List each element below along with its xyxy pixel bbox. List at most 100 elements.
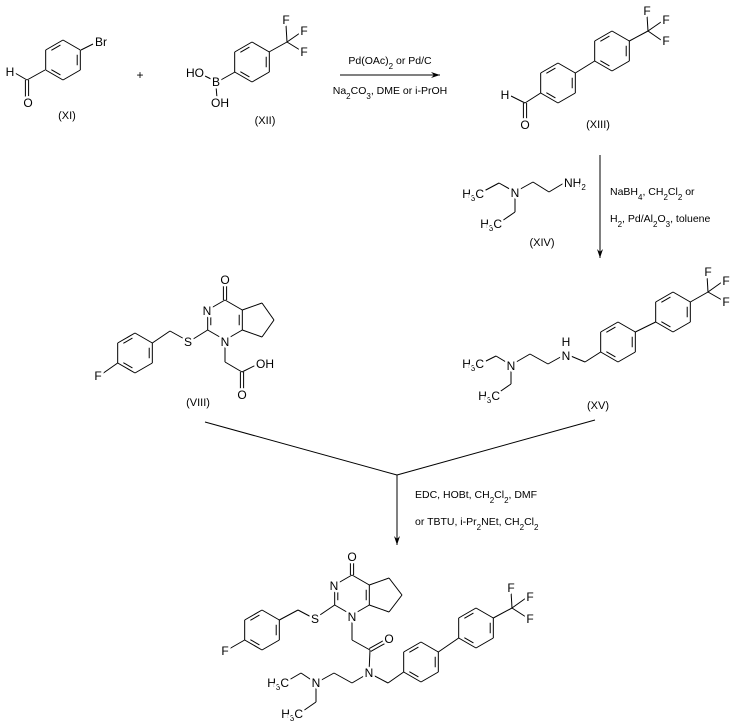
aromatic-inner-bond: [240, 71, 250, 78]
atom-f: F: [526, 612, 533, 626]
atom-o: O: [520, 118, 529, 132]
aromatic-inner-bond: [661, 296, 671, 303]
ring-bond: [655, 291, 674, 303]
aromatic-inner-bond: [661, 321, 671, 328]
bond: [297, 609, 316, 620]
bond: [510, 590, 513, 609]
bond: [388, 577, 403, 596]
bond: [369, 604, 390, 613]
double-bond: [370, 641, 388, 652]
bond: [483, 182, 500, 192]
compound-label-XI: (XI): [58, 110, 76, 122]
ring-bond: [475, 607, 494, 619]
ring-bond: [117, 332, 136, 344]
bond: [532, 181, 550, 193]
atom-o: O: [347, 550, 356, 564]
bond: [300, 672, 317, 684]
aromatic-inner-bond: [250, 639, 260, 646]
ring-bond: [244, 609, 263, 621]
ring-bond: [540, 62, 559, 74]
reagent-step1-top: Pd(OAc)2 or Pd/C: [348, 55, 432, 71]
ring-bond: [334, 604, 353, 616]
reaction-arrows: [204, 72, 603, 545]
ring-bond: [475, 637, 494, 649]
ring-bond: [420, 671, 439, 683]
ring-bond: [207, 329, 226, 341]
aromatic-inner-bond: [606, 351, 616, 358]
aromatic-inner-bond: [600, 35, 610, 42]
bond: [101, 362, 118, 375]
bond: [438, 637, 459, 653]
ring-bond: [655, 321, 674, 333]
atom-n: N: [511, 186, 520, 200]
atom-n: N: [507, 359, 516, 373]
bond: [647, 30, 662, 41]
atom-o: O: [220, 273, 229, 287]
atom-f: F: [526, 590, 533, 604]
ring-bond: [611, 30, 630, 42]
bond: [547, 353, 567, 365]
bond: [483, 355, 497, 363]
bond: [510, 95, 526, 104]
aromatic-inner-bond: [240, 46, 250, 53]
bond: [288, 672, 302, 681]
compound-label-XII: (XII): [255, 115, 276, 127]
reagent-step3-top: EDC, HOBt, CH2Cl2, DMF: [415, 489, 537, 505]
arrowhead-icon: [394, 536, 400, 545]
atom-f: F: [507, 581, 514, 595]
ring-bond: [45, 69, 64, 81]
compound-XII: B HO OH F F F (XII): [184, 11, 311, 128]
bond: [241, 363, 259, 373]
bond: [152, 330, 171, 344]
ring-bond: [207, 299, 226, 311]
bond: [285, 24, 288, 43]
ring-bond: [403, 671, 422, 683]
ring-bond: [420, 641, 439, 653]
compound-XIV: H3C N NH2 H3C (XIV): [460, 174, 589, 250]
atom-n: N: [203, 304, 212, 318]
ring-bond: [611, 60, 630, 72]
bond: [707, 281, 723, 293]
ring-bond: [261, 639, 280, 651]
bond: [368, 672, 389, 684]
compound-XI: Br H O (XI): [3, 33, 109, 123]
bond: [286, 41, 301, 51]
atom-f: F: [282, 13, 289, 27]
atom-f: F: [704, 265, 711, 279]
atom-f: F: [662, 34, 669, 48]
ring-bond: [600, 351, 619, 363]
reagent-step3-bottom: or TBTU, i-Pr2NEt, CH2Cl2: [415, 516, 539, 532]
converging-line: [204, 421, 398, 476]
bond: [228, 639, 245, 650]
bond: [351, 639, 371, 651]
final-product: O N N S F O N N H3C H3C F F F: [219, 548, 536, 726]
bond: [493, 607, 513, 619]
aromatic-inner-bond: [51, 69, 61, 76]
aromatic-inner-bond: [546, 92, 556, 99]
bond: [584, 351, 601, 363]
atom-o: O: [384, 632, 393, 646]
bond: [202, 74, 214, 81]
ring-bond: [672, 321, 691, 333]
bond: [316, 604, 335, 618]
bond: [286, 32, 301, 43]
compound-XIII: H O F F F (XIII): [498, 2, 672, 135]
ring-bond: [261, 609, 280, 621]
bond: [510, 353, 531, 366]
atom-h3c: H3C: [478, 389, 500, 405]
bond: [387, 671, 404, 684]
atom-h3c: H3C: [480, 217, 502, 233]
atom-f: F: [300, 45, 307, 59]
ring-bond: [458, 607, 477, 619]
atom-n: N: [365, 666, 374, 680]
bond: [511, 597, 527, 609]
atom-n: N: [330, 579, 339, 593]
reagent-step2-top: NaBH4, CH2Cl2 or: [610, 186, 695, 202]
bond: [14, 72, 28, 81]
ring-bond: [251, 41, 270, 53]
ring-bond: [234, 71, 253, 83]
ring-bond: [224, 299, 243, 311]
ring-bond: [594, 30, 613, 42]
bond: [279, 609, 299, 621]
